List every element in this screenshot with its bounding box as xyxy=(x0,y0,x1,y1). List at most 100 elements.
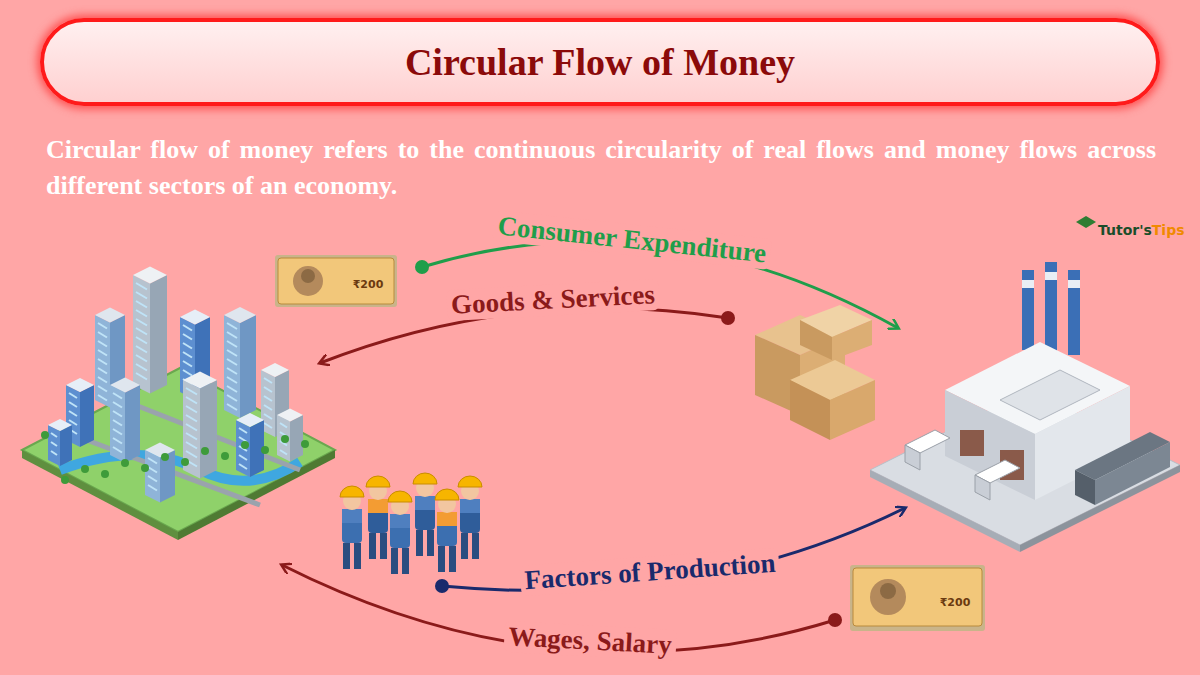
window-row xyxy=(186,388,197,395)
building xyxy=(224,315,240,418)
banknote xyxy=(850,565,985,631)
city-illustration xyxy=(22,267,335,541)
worker-body xyxy=(437,512,457,546)
note-value: ₹200 xyxy=(353,278,384,291)
note-value: ₹200 xyxy=(940,596,971,609)
window-row xyxy=(69,402,77,407)
window-row xyxy=(280,423,287,428)
window-row xyxy=(98,323,107,329)
banknote xyxy=(275,255,397,307)
window-row xyxy=(183,361,192,367)
logo-text: Tutor's xyxy=(1098,222,1152,238)
worker-helmet xyxy=(458,476,482,487)
window-row xyxy=(186,415,197,422)
building xyxy=(145,450,160,503)
window-row xyxy=(136,310,147,317)
window-row xyxy=(227,386,237,392)
window-row xyxy=(136,355,147,362)
building xyxy=(125,385,140,463)
tree xyxy=(281,435,289,443)
flow-dot xyxy=(828,613,842,627)
worker-leg xyxy=(427,530,434,556)
factory-illustration xyxy=(870,262,1180,552)
window-row xyxy=(136,373,147,380)
window-row xyxy=(148,476,157,482)
window-row xyxy=(264,396,272,401)
worker-vest xyxy=(437,512,457,526)
window-row xyxy=(186,424,197,431)
window-row xyxy=(186,397,197,404)
worker-helmet xyxy=(340,486,364,497)
window-row xyxy=(227,350,237,356)
building xyxy=(133,275,150,394)
window-row xyxy=(227,395,237,401)
flow-label: Consumer Expenditure xyxy=(492,210,772,270)
worker-leg xyxy=(438,546,445,572)
window-row xyxy=(113,420,122,426)
window-row xyxy=(148,485,157,491)
worker-leg xyxy=(416,530,423,556)
window-row xyxy=(264,414,272,419)
tree xyxy=(241,441,249,449)
tree xyxy=(161,453,169,461)
worker-body xyxy=(390,514,410,548)
building xyxy=(48,425,60,466)
window-row xyxy=(186,406,197,413)
window-row xyxy=(98,395,107,401)
window-row xyxy=(239,464,247,469)
worker-leg xyxy=(472,533,479,559)
worker-leg xyxy=(391,548,398,574)
window-row xyxy=(227,368,237,374)
window-row xyxy=(227,404,237,410)
worker-body xyxy=(415,496,435,530)
tree xyxy=(261,446,269,454)
worker-leg xyxy=(343,543,350,569)
tree xyxy=(101,470,109,478)
worker-helmet xyxy=(366,476,390,487)
window-row xyxy=(264,387,272,392)
window-row xyxy=(264,405,272,410)
flow-dot xyxy=(435,579,449,593)
flow-label: Factors of Production xyxy=(520,547,781,596)
worker-helmet xyxy=(435,489,459,500)
description: Circular flow of money refers to the con… xyxy=(46,132,1156,204)
window-row xyxy=(51,442,57,446)
window-row xyxy=(113,411,122,417)
window-row xyxy=(280,450,287,455)
window-row xyxy=(113,393,122,399)
window-row xyxy=(227,377,237,383)
worker-leg xyxy=(354,543,361,569)
window-row xyxy=(136,319,147,326)
building xyxy=(261,363,289,377)
building xyxy=(240,315,256,418)
title: Circular Flow of Money xyxy=(405,40,795,84)
window-row xyxy=(227,332,237,338)
window-row xyxy=(98,368,107,374)
window-row xyxy=(239,428,247,433)
window-row xyxy=(98,350,107,356)
window-row xyxy=(51,433,57,437)
building xyxy=(290,415,303,462)
building xyxy=(133,267,167,284)
building xyxy=(277,415,290,462)
window-row xyxy=(183,325,192,331)
window-row xyxy=(98,386,107,392)
worker-body xyxy=(368,499,388,533)
worker-leg xyxy=(369,533,376,559)
tree xyxy=(181,458,189,466)
window-row xyxy=(113,438,122,444)
tree xyxy=(41,431,49,439)
window-row xyxy=(186,442,197,449)
worker-vest xyxy=(390,514,410,528)
worker-helmet xyxy=(388,491,412,502)
worker-body xyxy=(342,509,362,543)
window-row xyxy=(227,323,237,329)
flow-dot xyxy=(415,260,429,274)
logo-text: Tips xyxy=(1152,222,1185,238)
building xyxy=(150,275,167,394)
window-row xyxy=(183,343,192,349)
window-row xyxy=(239,455,247,460)
building xyxy=(236,413,264,427)
goods-boxes xyxy=(755,305,875,440)
flow-dot xyxy=(721,311,735,325)
